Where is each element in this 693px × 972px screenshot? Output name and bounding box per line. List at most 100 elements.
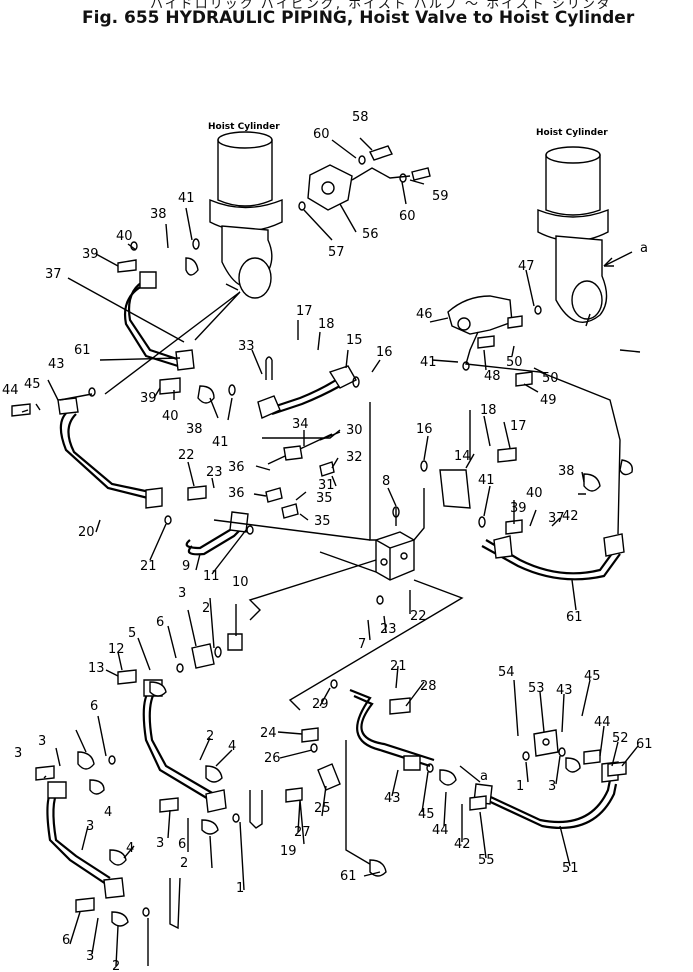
part-number-label: 54 xyxy=(498,665,515,680)
part-number-label: 31 xyxy=(318,478,335,493)
part-number-label: 48 xyxy=(484,369,501,384)
part-number-label: 60 xyxy=(313,127,330,142)
part-number-label: 30 xyxy=(346,423,363,438)
part-number-label: 1 xyxy=(236,881,244,896)
part-number-label: 7 xyxy=(358,637,366,652)
part-number-label: 14 xyxy=(454,449,471,464)
part-number-label: 18 xyxy=(318,317,335,332)
part-number-label: 23 xyxy=(206,465,223,480)
part-number-label: 60 xyxy=(399,209,416,224)
part-number-label: 61 xyxy=(340,869,357,884)
part-number-label: 2 xyxy=(112,959,120,972)
hose-37-right xyxy=(485,539,617,575)
part-number-label: 38 xyxy=(150,207,167,222)
part-number-label: 23 xyxy=(380,622,397,637)
part-number-label: 8 xyxy=(382,474,390,489)
part-number-label: 20 xyxy=(78,525,95,540)
part-number-label: 32 xyxy=(346,450,363,465)
part-number-label: 26 xyxy=(264,751,281,766)
part-number-label: 41 xyxy=(478,473,495,488)
part-number-label: 4 xyxy=(126,841,134,856)
part-number-label: 43 xyxy=(384,791,401,806)
part-number-label: 37 xyxy=(45,267,62,282)
part-number-label: 44 xyxy=(432,823,449,838)
part-number-label: 10 xyxy=(232,575,249,590)
part-number-label: 3 xyxy=(548,779,556,794)
part-number-label: 5 xyxy=(128,626,136,641)
part-number-label: 22 xyxy=(410,609,427,624)
part-number-label: 17 xyxy=(510,419,527,434)
part-number-label: 51 xyxy=(562,861,579,876)
part-number-label: 41 xyxy=(420,355,437,370)
part-number-label: 47 xyxy=(518,259,535,274)
part-number-label: 34 xyxy=(292,417,309,432)
flange-56 xyxy=(307,164,353,211)
part-number-label: 57 xyxy=(328,245,345,260)
part-number-label: 50 xyxy=(506,355,523,370)
pipe-20 xyxy=(185,519,241,550)
part-number-label: 39 xyxy=(510,501,527,516)
part-number-label: 27 xyxy=(294,825,311,840)
part-number-label: 18 xyxy=(480,403,497,418)
part-number-label: 45 xyxy=(584,669,601,684)
ref-arrow-a-top xyxy=(603,251,633,267)
part-number-label: 56 xyxy=(362,227,379,242)
part-number-label: 35 xyxy=(314,514,331,529)
part-number-label: 2 xyxy=(180,856,188,871)
part-number-label: 19 xyxy=(280,844,297,859)
part-number-label: 16 xyxy=(416,422,433,437)
part-number-label: 6 xyxy=(90,699,98,714)
part-number-label: 43 xyxy=(556,683,573,698)
pipe-19 xyxy=(349,688,431,768)
part-number-label: 39 xyxy=(82,247,99,262)
part-number-label: 12 xyxy=(108,642,125,657)
part-number-label: 2 xyxy=(206,729,214,744)
part-number-label: 4 xyxy=(228,739,236,754)
part-number-label: 55 xyxy=(478,853,495,868)
ref-label-a-top: a xyxy=(640,241,648,256)
part-number-label: 50 xyxy=(542,371,559,386)
part-number-label: 6 xyxy=(178,837,186,852)
part-number-label: 59 xyxy=(432,189,449,204)
part-number-label: 41 xyxy=(178,191,195,206)
part-number-label: 58 xyxy=(352,110,369,125)
caption-cylinder-left: Hoist Cylinder xyxy=(208,122,280,132)
part-number-label: 42 xyxy=(562,509,579,524)
part-number-label: 16 xyxy=(376,345,393,360)
part-number-label: 6 xyxy=(62,933,70,948)
part-number-label: 21 xyxy=(140,559,157,574)
part-number-label: 29 xyxy=(312,697,329,712)
japanese-title: ハイドロリック パイピング, ホイスト バルブ ～ ホイスト シリンダ xyxy=(150,0,612,12)
part-number-label: 2 xyxy=(202,601,210,616)
part-number-label: 45 xyxy=(24,377,41,392)
part-number-label: 42 xyxy=(454,837,471,852)
part-number-label: 61 xyxy=(636,737,653,752)
hose-42-right xyxy=(479,779,612,824)
part-number-label: 38 xyxy=(186,422,203,437)
part-number-label: 28 xyxy=(420,679,437,694)
part-number-label: 17 xyxy=(296,304,313,319)
part-number-label: 52 xyxy=(612,731,629,746)
part-number-label: 43 xyxy=(48,357,65,372)
part-number-label: 39 xyxy=(140,391,157,406)
part-number-label: 9 xyxy=(182,559,190,574)
ref-label-a-bottom: a xyxy=(480,769,488,784)
part-number-label: 53 xyxy=(528,681,545,696)
part-number-label: 36 xyxy=(228,486,245,501)
part-number-label: 61 xyxy=(566,610,583,625)
part-number-label: 25 xyxy=(314,801,331,816)
part-number-label: 11 xyxy=(203,569,220,584)
part-number-label: 3 xyxy=(178,586,186,601)
hoist-cylinder-right xyxy=(537,146,609,323)
part-number-label: 24 xyxy=(260,726,277,741)
part-number-label: 61 xyxy=(74,343,91,358)
part-number-label: 33 xyxy=(238,339,255,354)
part-number-label: 13 xyxy=(88,661,105,676)
figure-title: Fig. 655 HYDRAULIC PIPING, Hoist Valve t… xyxy=(82,8,635,28)
part-number-label: 4 xyxy=(104,805,112,820)
part-number-label: 15 xyxy=(346,333,363,348)
part-number-label: 3 xyxy=(156,836,164,851)
part-number-label: 44 xyxy=(2,383,19,398)
part-number-label: 3 xyxy=(14,746,22,761)
part-number-label: 38 xyxy=(558,464,575,479)
